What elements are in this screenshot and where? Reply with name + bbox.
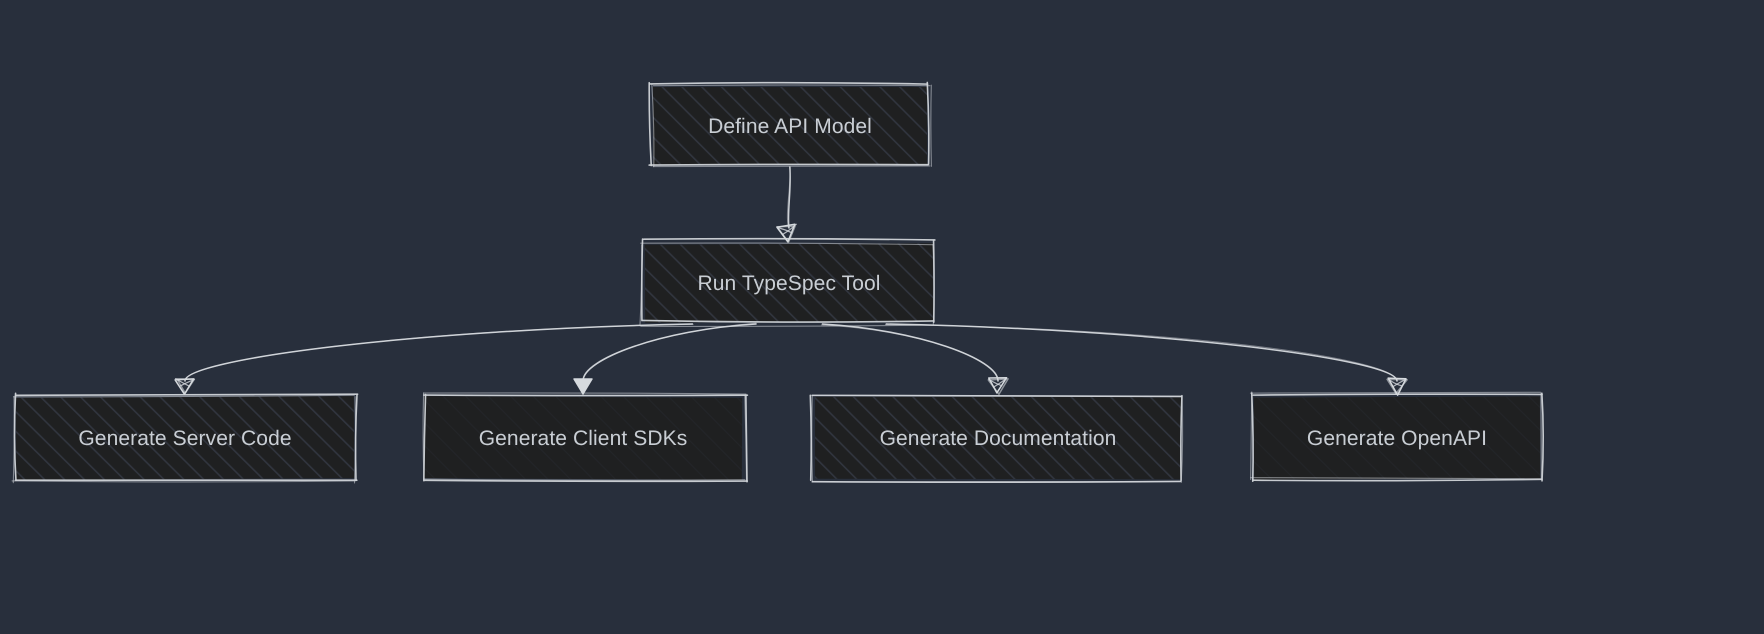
node-run[interactable] <box>639 237 936 327</box>
edge-run-openapi <box>884 323 1408 396</box>
edge-run-server <box>174 323 694 395</box>
edge-run-docs <box>821 323 1009 395</box>
node-openapi[interactable] <box>1249 391 1545 483</box>
edge-define-run <box>776 166 797 243</box>
node-docs[interactable] <box>809 394 1184 484</box>
edge-run-sdk <box>573 322 757 395</box>
nodes-layer <box>11 81 1545 484</box>
node-sdk[interactable] <box>422 392 749 483</box>
node-define[interactable] <box>648 81 932 168</box>
edges-layer <box>174 166 1408 396</box>
node-server[interactable] <box>11 392 359 484</box>
